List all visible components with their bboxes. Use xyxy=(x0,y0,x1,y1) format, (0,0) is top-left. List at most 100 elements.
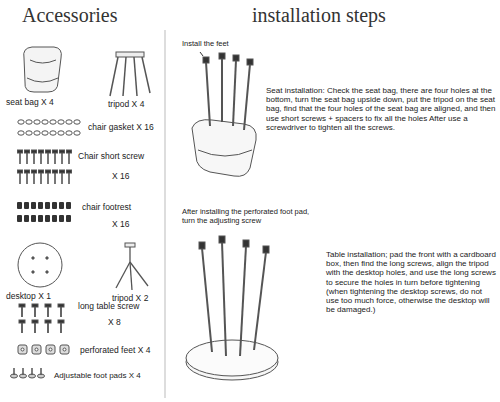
hole xyxy=(21,348,24,351)
screw-shaft xyxy=(34,323,36,333)
screw-shaft xyxy=(68,153,70,164)
footrest xyxy=(31,215,36,222)
screw-shaft xyxy=(68,173,70,184)
screw-shaft xyxy=(60,323,62,333)
hole xyxy=(63,348,66,351)
screw-head xyxy=(53,150,58,153)
part-name: perforated feet X 4 xyxy=(80,346,164,356)
gasket xyxy=(18,120,24,124)
footrest xyxy=(38,202,43,209)
screw-shaft xyxy=(26,153,28,164)
gasket xyxy=(42,131,48,135)
screw-head xyxy=(25,170,30,173)
chair-assembly-figure xyxy=(192,52,256,176)
part-name: tripod X 4 xyxy=(108,100,163,110)
screw-shaft xyxy=(54,173,56,184)
part-name: seat bag X 4 xyxy=(6,98,86,108)
screw-shaft xyxy=(47,307,49,317)
footrest xyxy=(45,215,50,222)
seat-bag-figure xyxy=(24,47,62,92)
gasket-figure xyxy=(18,120,80,135)
part-name: chair gasket X 16 xyxy=(88,123,164,133)
quantity: X 16 xyxy=(112,220,152,230)
screw-head xyxy=(46,170,51,173)
footrest xyxy=(52,215,57,222)
instruction-text: Seat installation: Check the seat bag, t… xyxy=(266,86,496,132)
screw-shaft xyxy=(19,153,21,164)
screw-shaft xyxy=(33,153,35,164)
divider xyxy=(165,30,166,398)
perforated-foot xyxy=(46,345,55,354)
screw-head xyxy=(19,304,25,307)
screw-shaft xyxy=(40,173,42,184)
step-note: After installing the perforated foot pad… xyxy=(182,208,322,225)
step-note: Install the feet xyxy=(182,40,262,49)
long-screw-figure xyxy=(19,304,64,333)
screw-head xyxy=(32,170,37,173)
screw-head xyxy=(58,320,64,323)
screw-head xyxy=(46,150,51,153)
screw-head xyxy=(67,170,72,173)
gasket xyxy=(58,120,64,124)
footrest xyxy=(24,215,29,222)
gasket xyxy=(66,131,72,135)
screw-head xyxy=(18,170,23,173)
leader-line xyxy=(200,52,203,56)
part-name: long table screw xyxy=(78,302,163,312)
footrest xyxy=(17,202,22,209)
footrest xyxy=(66,202,71,209)
perforated-foot xyxy=(32,345,41,354)
screw-head xyxy=(32,304,38,307)
screw-shaft xyxy=(26,173,28,184)
screw-shaft xyxy=(47,323,49,333)
adjust-screw xyxy=(13,368,15,375)
footrest xyxy=(59,202,64,209)
hole xyxy=(35,348,38,351)
section-heading: Accessories xyxy=(22,4,118,27)
adjust-screw xyxy=(31,368,33,375)
screw-head xyxy=(45,304,51,307)
screw-shaft xyxy=(21,323,23,333)
screw-shaft xyxy=(34,307,36,317)
screw-head xyxy=(45,320,51,323)
gasket xyxy=(50,131,56,135)
screw-head xyxy=(60,150,65,153)
adjust-screw xyxy=(22,368,24,375)
part-name: Adjustable foot pads X 4 xyxy=(54,371,164,380)
footrest xyxy=(31,202,36,209)
part-name: desktop X 1 xyxy=(6,292,76,302)
perforated-feet-figure xyxy=(18,345,69,354)
short-screw-figure xyxy=(18,150,72,184)
gasket xyxy=(26,120,32,124)
gasket xyxy=(66,120,72,124)
gasket xyxy=(50,120,56,124)
desktop-figure xyxy=(18,243,62,287)
screw-shaft xyxy=(61,173,63,184)
screw-head xyxy=(58,304,64,307)
screw-head xyxy=(32,320,38,323)
hole xyxy=(49,348,52,351)
screw-shaft xyxy=(40,153,42,164)
footrest xyxy=(24,202,29,209)
screw-shaft xyxy=(19,173,21,184)
foot-pad-figure xyxy=(11,368,45,378)
footrest xyxy=(45,202,50,209)
screw-head xyxy=(67,150,72,153)
tripod-figure xyxy=(110,52,150,96)
screw-head xyxy=(19,320,25,323)
footrest xyxy=(59,215,64,222)
screw-shaft xyxy=(47,153,49,164)
table-assembly-figure xyxy=(186,236,278,380)
gasket xyxy=(26,131,32,135)
table-tripod-figure xyxy=(116,243,148,290)
adjust-screw xyxy=(40,368,42,375)
part-name: Chair short screw xyxy=(78,152,163,162)
screw-shaft xyxy=(61,153,63,164)
screw-head xyxy=(25,150,30,153)
instruction-text: Table installation; pad the front with a… xyxy=(326,250,496,314)
gasket xyxy=(74,131,80,135)
footrest xyxy=(38,215,43,222)
quantity: X 16 xyxy=(112,172,152,182)
